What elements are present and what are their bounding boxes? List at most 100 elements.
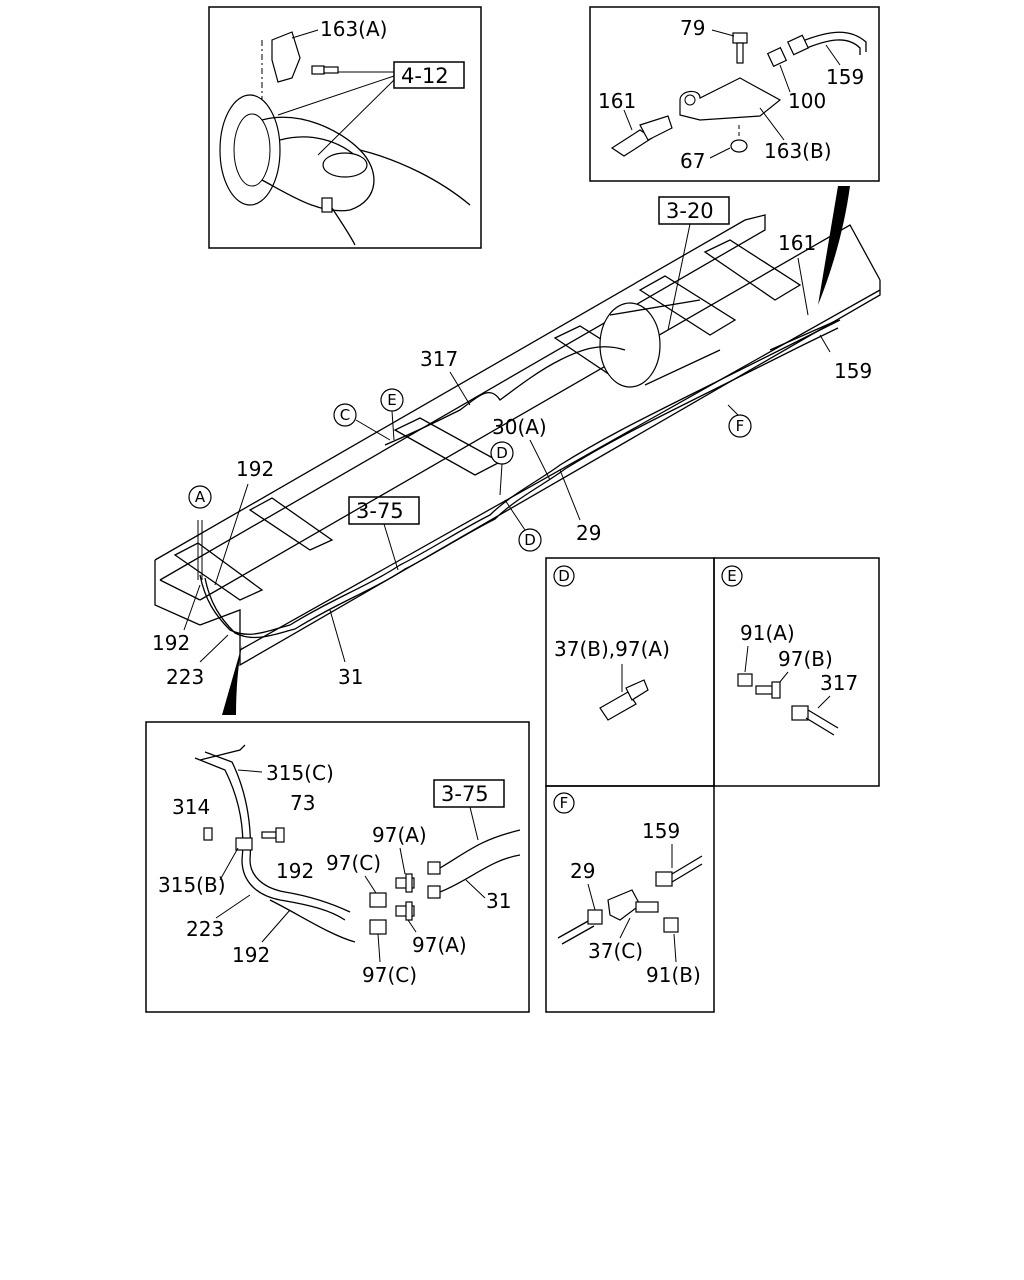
inset-frame [208,6,482,249]
leader-4-12-c [317,79,395,156]
detail-d: D 37(B),97(A) [545,557,715,787]
leader-79 [711,29,735,37]
nut-91b-icon [663,917,679,933]
leader-3-75 [469,806,479,841]
fuel-tank-end [599,302,661,388]
label-30a: 30(A) [492,415,547,439]
inset-frame [145,721,530,1013]
label-37b-97a: 37(B),97(A) [554,637,670,661]
inset-bracket-detail: 163(A) 4-12 [208,6,482,249]
leader-3-75 [383,523,399,571]
tee-37c-icon [607,889,641,921]
svg-text:C: C [340,406,350,424]
leader-30a [529,439,551,481]
leader-91a [744,645,749,673]
nut-29-icon [587,909,603,925]
label-159: 159 [826,65,864,89]
detail-frame [545,785,715,1013]
ref-box-3-20 [658,196,730,225]
left-rail-end [154,560,201,626]
detail-title: D [558,567,570,585]
label-315b: 315(B) [158,873,226,897]
fuel-line-29 [204,327,839,639]
axle-housing [261,116,375,212]
label-223: 223 [186,917,224,941]
ref-box-4-12 [393,61,465,89]
leader-67 [709,147,731,159]
leader-37c [619,917,631,939]
bracket-163a [271,31,301,83]
housing-tab [321,197,333,213]
leader-159 [819,334,831,353]
bracket-hole [684,94,696,106]
label-73: 73 [290,791,315,815]
nut-100-icon [766,46,788,68]
leader-192-top [214,483,249,586]
leader-192-bottom [183,584,201,631]
label-192-bottom: 192 [152,631,190,655]
label-192-top: 192 [236,457,274,481]
pipe-317-icon [791,705,839,736]
label-79: 79 [680,16,705,40]
leader-223 [199,634,229,663]
fitting-97a-lower [395,901,415,921]
detail-frame [545,557,715,787]
leader-317 [817,695,831,709]
label-97c-upper: 97(C) [326,851,381,875]
leader-192-lower [261,909,291,943]
detail-title: F [560,794,569,812]
svg-text:A: A [195,488,206,506]
label-91a: 91(A) [740,621,795,645]
label-163b: 163(B) [764,139,832,163]
label-29: 29 [570,859,595,883]
nut-upper [427,861,441,875]
flange-inner [233,113,271,187]
leader-223 [215,894,251,919]
label-97b: 97(B) [778,647,833,671]
union-161-icon [610,115,673,157]
axle-tube [359,149,471,206]
leader-29 [587,883,596,911]
chassis-main-view: 3-20 161 159 317 30(A) 29 192 192 223 31… [152,196,881,689]
cross-member-3 [393,417,502,476]
leader-315c [237,769,263,773]
inset-union-detail: 79 159 100 163(B) 161 67 [589,6,880,182]
fitting-37b-icon [599,679,649,721]
nut-lower [427,885,441,899]
clamp-315b [235,837,253,851]
marker-c: C [333,403,391,441]
bolt-79-icon [732,32,748,64]
leader-31 [465,879,486,899]
cross-member-2 [248,497,334,551]
ref-box-3-75 [433,779,505,808]
marker-e: E [380,388,404,441]
label-29: 29 [576,521,601,545]
leader-97c-upper [364,875,377,894]
leader-317 [449,371,471,406]
leader-161 [623,109,633,131]
label-192-lower: 192 [232,943,270,967]
label-317: 317 [820,671,858,695]
leader-97a-upper [399,847,406,875]
label-97c-lower: 97(C) [362,963,417,987]
detail-marker [553,565,575,587]
fuel-tank-body [609,299,721,386]
detail-marker [553,792,575,814]
left-rail-top [154,214,766,581]
pipe-315c [199,744,246,761]
label-163a: 163(A) [320,17,387,41]
inset-filler-neck-detail: 315(C) 314 73 3-75 97(A) 315(B) 192 97(C… [145,721,530,1013]
pipe-161 [769,319,839,351]
cross-member-6 [703,239,802,301]
label-161: 161 [778,231,816,255]
detail-f: F 159 29 37(C) 91(B) [545,785,715,1013]
pipe-223 [194,757,346,921]
detail-e: E 91(A) 97(B) 317 [713,557,880,787]
leader-163b [759,107,785,141]
fitting-97b-icon [755,681,781,699]
tee-branch-icon [635,901,659,913]
svg-text:D: D [524,531,536,549]
fuel-line-317 [384,346,626,446]
leader-4-12-b [277,75,395,116]
ref-3-20: 3-20 [666,199,714,223]
